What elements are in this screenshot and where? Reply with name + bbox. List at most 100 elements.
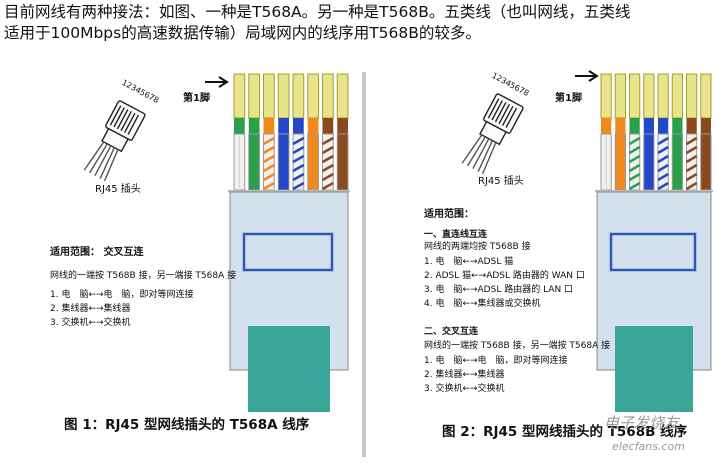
scope-title: 适用范围： 交叉互连	[50, 247, 144, 258]
wire-cap-6	[672, 118, 683, 134]
wire-6	[307, 133, 319, 191]
straight-item-4: 4. 电 脑←→集线器或交换机	[424, 299, 541, 309]
contact-pin-8	[700, 73, 712, 119]
wire-8	[700, 133, 712, 191]
wire-cap-1	[234, 118, 245, 134]
wire-stripe	[321, 136, 334, 146]
wire-stripe	[262, 181, 275, 191]
wire-stripe	[292, 145, 305, 155]
wire-stripe	[262, 145, 275, 155]
figure-2-caption: 图 2：RJ45 型网线插头的 T568B 线序	[442, 424, 688, 440]
wire-stripe	[657, 145, 669, 155]
wire-cap-4	[278, 118, 289, 134]
wire-cap-7	[322, 118, 334, 134]
wire-cap-3	[263, 118, 275, 134]
wire-cap-8	[337, 118, 348, 134]
wire-stripe	[292, 163, 305, 173]
wire-stripe	[657, 136, 669, 146]
contact-pin-8	[336, 73, 349, 119]
wire-cap-8	[700, 118, 711, 134]
intro-paragraph: 目前网线有两种接法：如图、一种是T568A。另一种是T568B。五类线（也叫网线…	[4, 3, 631, 42]
wire-stripe	[685, 172, 698, 182]
contact-pin-4	[643, 73, 655, 119]
figure-1-caption: 图 1：RJ45 型网线插头的 T568A 线序	[64, 417, 310, 433]
contact-pin-7	[322, 73, 334, 119]
wire-stripe	[685, 154, 698, 164]
wire-stripe	[321, 154, 334, 164]
wire-stripe	[628, 154, 641, 164]
wire-stripe	[292, 136, 305, 146]
wire-stripe	[657, 154, 669, 164]
straight-item-1: 1. 电 脑←→ADSL 猫	[424, 257, 514, 267]
watermark: 电子发烧友	[604, 414, 680, 432]
usage-item-2: 2. 集线器←→集线器	[50, 304, 131, 314]
contact-pin-6	[307, 73, 319, 119]
contact-pin-7	[686, 73, 698, 119]
crossover-title: 二、交叉互连	[424, 327, 479, 337]
wire-cap-5	[293, 118, 304, 134]
straight-through-title: 一、直连线互连	[424, 230, 488, 240]
wire-cap-7	[686, 118, 697, 134]
contact-pin-3	[629, 73, 641, 119]
pin1-label: 第1脚	[183, 93, 210, 104]
wire-stripe	[262, 154, 275, 164]
wire-cap-3	[629, 118, 640, 134]
crossover-rule: 网线的一端按 T568B 接，另一端按 T568A 接	[424, 341, 611, 351]
contact-pin-4	[277, 73, 290, 119]
wire-stripe	[685, 163, 698, 173]
contact-pin-5	[292, 73, 305, 119]
scope-title: 适用范围：	[424, 209, 474, 220]
wire-6	[671, 133, 683, 191]
wire-stripe	[685, 136, 698, 146]
wire-stripe	[262, 136, 275, 146]
wire-8	[336, 133, 349, 191]
wire-cap-2	[248, 118, 260, 134]
contact-pin-6	[671, 73, 683, 119]
wire-stripe	[321, 163, 334, 173]
t568b-plug-diagram	[595, 73, 713, 412]
crossover-item-1: 1. 电 脑←→电 脑，即对等网连接	[424, 356, 568, 366]
wire-stripe	[657, 181, 669, 191]
rj45-plug-sketch-icon	[461, 93, 524, 175]
wire-stripe	[628, 145, 641, 155]
wire-stripe	[321, 172, 334, 182]
plug-label: RJ45 插头	[95, 184, 141, 195]
wire-2	[248, 133, 260, 191]
contact-pin-1	[600, 73, 612, 119]
wire-stripe	[292, 172, 305, 182]
wire-cap-1	[601, 118, 612, 134]
wire-stripe	[321, 145, 334, 155]
wire-cap-6	[307, 118, 319, 134]
straight-through-rule: 网线的两端均按 T568B 接	[424, 242, 531, 252]
wire-stripe	[628, 181, 641, 191]
pin1-label: 第1脚	[555, 93, 582, 104]
wire-stripe	[321, 181, 334, 191]
wire-stripe	[657, 163, 669, 173]
contact-pin-3	[263, 73, 275, 119]
wire-stripe	[628, 163, 641, 173]
contact-pin-2	[614, 73, 626, 119]
usage-item-1: 1. 电 脑←→电 脑，即对等网连接	[50, 290, 194, 300]
crossover-item-3: 3. 交换机←→交换机	[424, 384, 505, 394]
pin1-arrow-icon	[205, 76, 229, 88]
contact-pin-2	[248, 73, 260, 119]
watermark-url: elecfans.com	[612, 440, 685, 453]
straight-item-3: 3. 电 脑←→ADSL 路由器的 LAN 口	[424, 285, 574, 295]
pin1-arrow-icon	[575, 70, 599, 82]
contact-pin-1	[233, 73, 246, 119]
wire-stripe	[262, 163, 275, 173]
wire-stripe	[292, 154, 305, 164]
wire-2	[614, 133, 626, 191]
plug-label: RJ45 插头	[478, 176, 524, 187]
wire-4	[643, 133, 655, 191]
wire-stripe	[292, 181, 305, 191]
usage-item-3: 3. 交换机←→交换机	[50, 318, 131, 328]
figure-1-panel-edge	[362, 72, 366, 457]
wire-stripe	[657, 172, 669, 182]
wire-4	[277, 133, 290, 191]
rj45-plug-sketch-icon	[83, 100, 146, 182]
crossover-rule: 网线的一端按 T568B 接，另一端接 T568A 接	[50, 271, 237, 281]
wire-stripe	[685, 145, 698, 155]
contact-pin-5	[657, 73, 669, 119]
wire-stripe	[685, 181, 698, 191]
